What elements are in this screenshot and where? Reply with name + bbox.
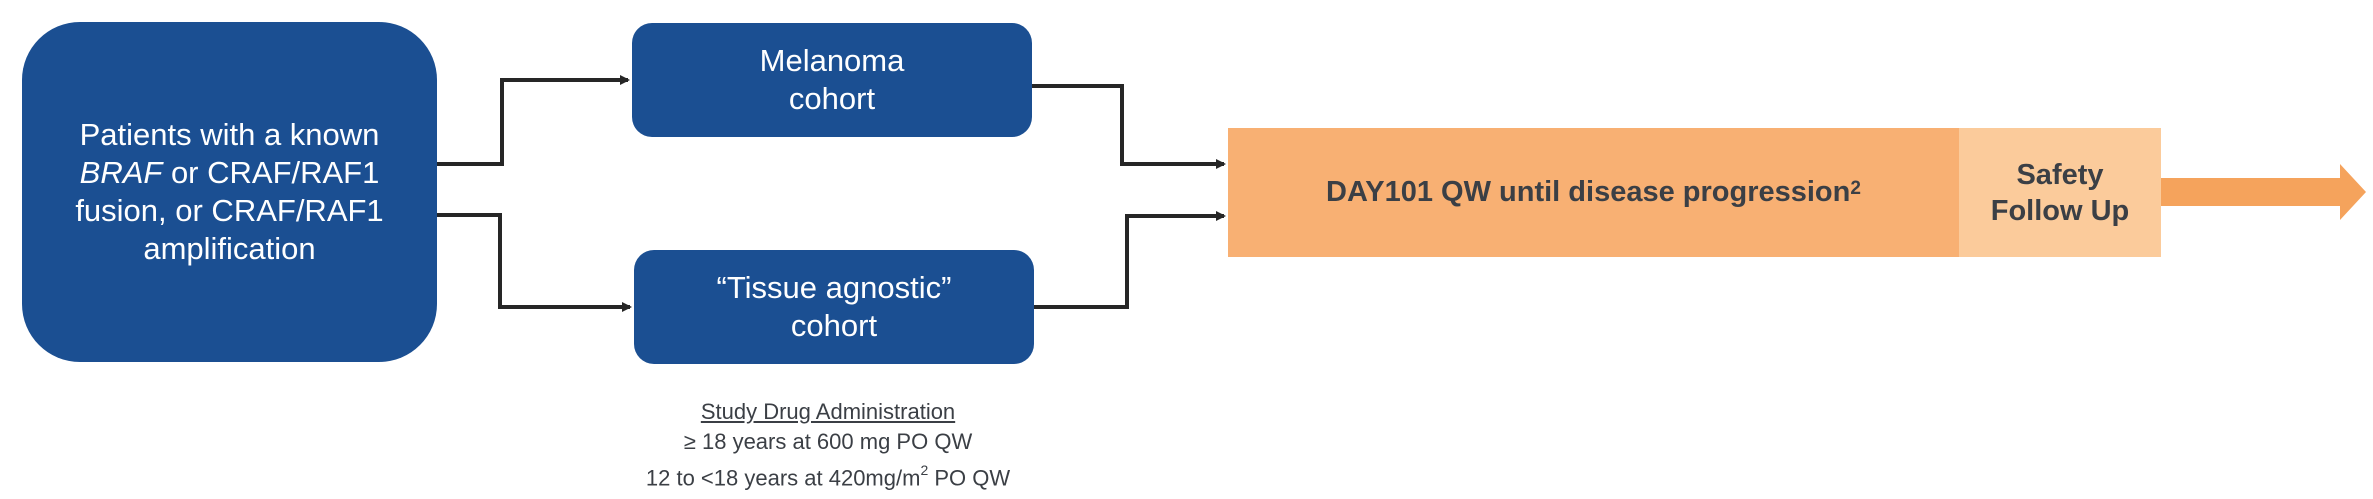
tissue-agnostic-cohort-box: “Tissue agnostic” cohort — [634, 250, 1034, 364]
patients-line-1: Patients with a known — [79, 117, 380, 152]
treatment-footnote: 2 — [1850, 177, 1861, 199]
tissue-line-1: “Tissue agnostic” — [716, 270, 952, 305]
continuation-arrow — [2161, 164, 2366, 220]
followup-line-1: Safety — [2016, 158, 2104, 191]
pediatric-dose-unit-exponent: 2 — [920, 462, 929, 478]
melanoma-cohort-box: Melanoma cohort — [632, 23, 1032, 137]
study-drug-administration: Study Drug Administration ≥ 18 years at … — [588, 397, 1068, 493]
patients-line-2: BRAF or CRAF/RAF1 — [75, 154, 383, 192]
pediatric-dose-route: PO QW — [928, 465, 1011, 491]
connector-patients-to-melanoma — [437, 75, 630, 166]
connector-tissue-to-treatment — [1034, 211, 1226, 309]
tissue-line-2: cohort — [790, 308, 878, 343]
melanoma-line-2: cohort — [788, 81, 876, 116]
pediatric-dose-text: 12 to <18 years at 420mg/m — [645, 465, 921, 491]
treatment-text: DAY101 QW until disease progression — [1326, 176, 1851, 208]
braf-gene-label: BRAF — [79, 155, 163, 190]
connector-patients-to-tissue — [437, 213, 632, 312]
safety-follow-up-box: Safety Follow Up — [1959, 128, 2161, 257]
patients-line-2-rest: or CRAF/RAF1 — [162, 155, 380, 190]
study-drug-title: Study Drug Administration — [700, 399, 956, 424]
connector-melanoma-to-treatment — [1032, 84, 1226, 169]
adult-dose-line: ≥ 18 years at 600 mg PO QW — [683, 429, 973, 454]
followup-line-2: Follow Up — [1990, 194, 2130, 227]
patients-line-4: amplification — [143, 231, 316, 266]
patients-line-3: fusion, or CRAF/RAF1 — [75, 193, 384, 228]
melanoma-line-1: Melanoma — [759, 43, 905, 78]
pediatric-dose-line: 12 to <18 years at 420mg/m2 PO QW — [588, 457, 1068, 493]
patients-eligibility-box: Patients with a known BRAF or CRAF/RAF1 … — [22, 22, 437, 362]
